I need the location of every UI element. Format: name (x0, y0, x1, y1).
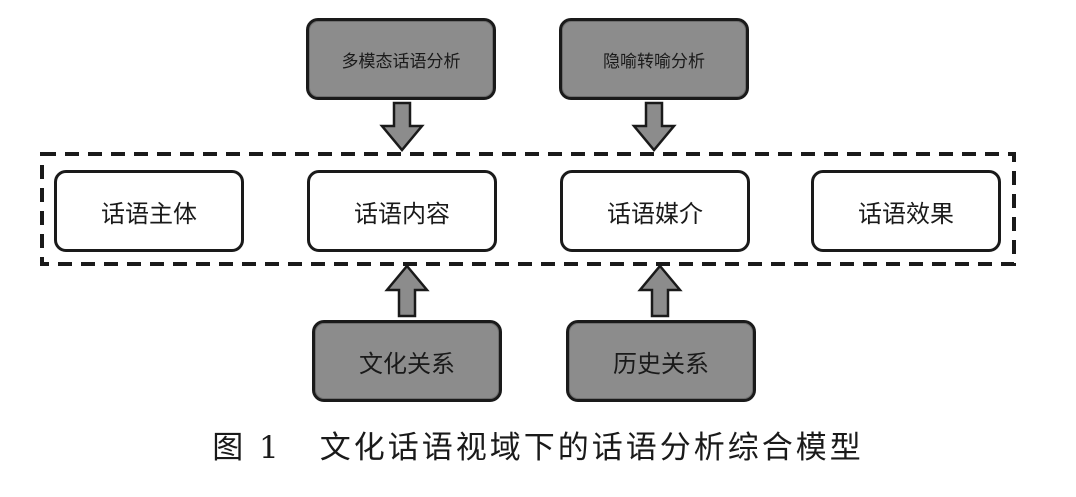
box-metaphor-metonymy-analysis: 隐喻转喻分析 (559, 18, 749, 100)
box-discourse-effect: 话语效果 (811, 170, 1001, 252)
box-discourse-content: 话语内容 (307, 170, 497, 252)
figure-title: 文化话语视域下的话语分析综合模型 (319, 430, 864, 466)
arrow-down-1 (379, 101, 425, 152)
dashed-group-frame (40, 152, 1016, 266)
arrow-down-2 (631, 101, 677, 152)
box-label: 话语内容 (354, 199, 450, 228)
box-discourse-subject: 话语主体 (54, 170, 244, 252)
box-discourse-medium: 话语媒介 (560, 170, 750, 252)
box-label: 多模态话语分析 (341, 51, 461, 72)
box-label: 历史关系 (613, 349, 709, 378)
box-label: 话语效果 (858, 199, 954, 228)
box-label: 话语媒介 (607, 199, 703, 228)
box-multimodal-discourse-analysis: 多模态话语分析 (306, 18, 496, 100)
figure-number: 图 1 (212, 430, 282, 466)
box-label: 文化关系 (359, 349, 455, 378)
box-label: 隐喻转喻分析 (603, 51, 705, 72)
arrow-up-1 (384, 264, 430, 318)
arrow-up-2 (637, 264, 683, 318)
box-cultural-relations: 文化关系 (312, 320, 502, 402)
box-historical-relations: 历史关系 (566, 320, 756, 402)
figure-caption: 图 1 文化话语视域下的话语分析综合模型 (0, 422, 1076, 467)
box-label: 话语主体 (101, 199, 197, 228)
